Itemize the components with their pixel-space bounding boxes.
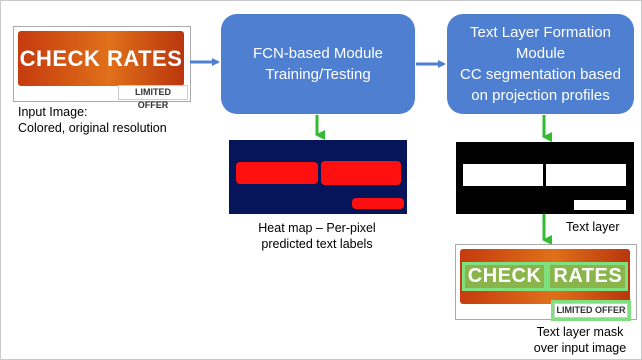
mask-caption-line-1: Text layer mask: [536, 325, 624, 339]
input-image-caption: Input Image: Colored, original resolutio…: [18, 104, 218, 136]
input-caption-line-2: Colored, original resolution: [18, 121, 167, 135]
heatmap-region-3: [352, 198, 404, 209]
mask-image: CHECK RATES LIMITED OFFER: [455, 244, 637, 321]
input-caption-line-1: Input Image:: [18, 105, 88, 119]
input-ad-text: CHECK RATES: [19, 45, 183, 71]
heatmap-caption-line-1: Heat map – Per-pixel: [258, 221, 376, 235]
mask-word-2: RATES: [547, 262, 629, 291]
text-layer-block-1: [463, 164, 543, 186]
heatmap-caption-line-2: predicted text labels: [261, 237, 373, 251]
text-layer-module-box: Text Layer Formation Module CC segmentat…: [447, 14, 634, 114]
input-ad-tag-text: LIMITED OFFER: [135, 87, 171, 110]
mask-word-1: CHECK: [461, 262, 548, 291]
heatmap-region-2: [321, 161, 401, 185]
text-layer-block-3: [574, 200, 626, 210]
input-ad-banner: CHECK RATES: [18, 31, 184, 86]
mask-ad-banner: CHECK RATES: [460, 249, 630, 304]
text-layer-module-line-4: on projection profiles: [471, 87, 610, 104]
fcn-module-line-1: FCN-based Module: [252, 45, 384, 62]
text-layer-module-line-3: CC segmentation based: [460, 66, 621, 83]
text-layer-image: [456, 142, 634, 214]
heatmap-region-1: [236, 162, 318, 184]
mask-ad-tag: LIMITED OFFER: [551, 300, 631, 321]
fcn-module-line-2: Training/Testing: [265, 66, 371, 83]
input-image: CHECK RATES LIMITED OFFER: [13, 26, 191, 110]
text-layer-module-line-1: Text Layer Formation: [470, 24, 611, 41]
input-ad-tag: LIMITED OFFER: [118, 85, 188, 110]
text-layer-block-2: [546, 164, 626, 186]
mask-caption: Text layer mask over input image: [520, 324, 640, 356]
mask-ad-tag-text: LIMITED OFFER: [556, 305, 626, 315]
text-layer-caption: Text layer: [566, 220, 620, 234]
heatmap-image: [229, 140, 407, 214]
heatmap-caption: Heat map – Per-pixel predicted text labe…: [232, 220, 402, 252]
mask-caption-line-2: over input image: [533, 341, 627, 355]
text-layer-module-line-2: Module: [515, 45, 566, 62]
fcn-module-box: FCN-based Module Training/Testing: [221, 14, 415, 114]
